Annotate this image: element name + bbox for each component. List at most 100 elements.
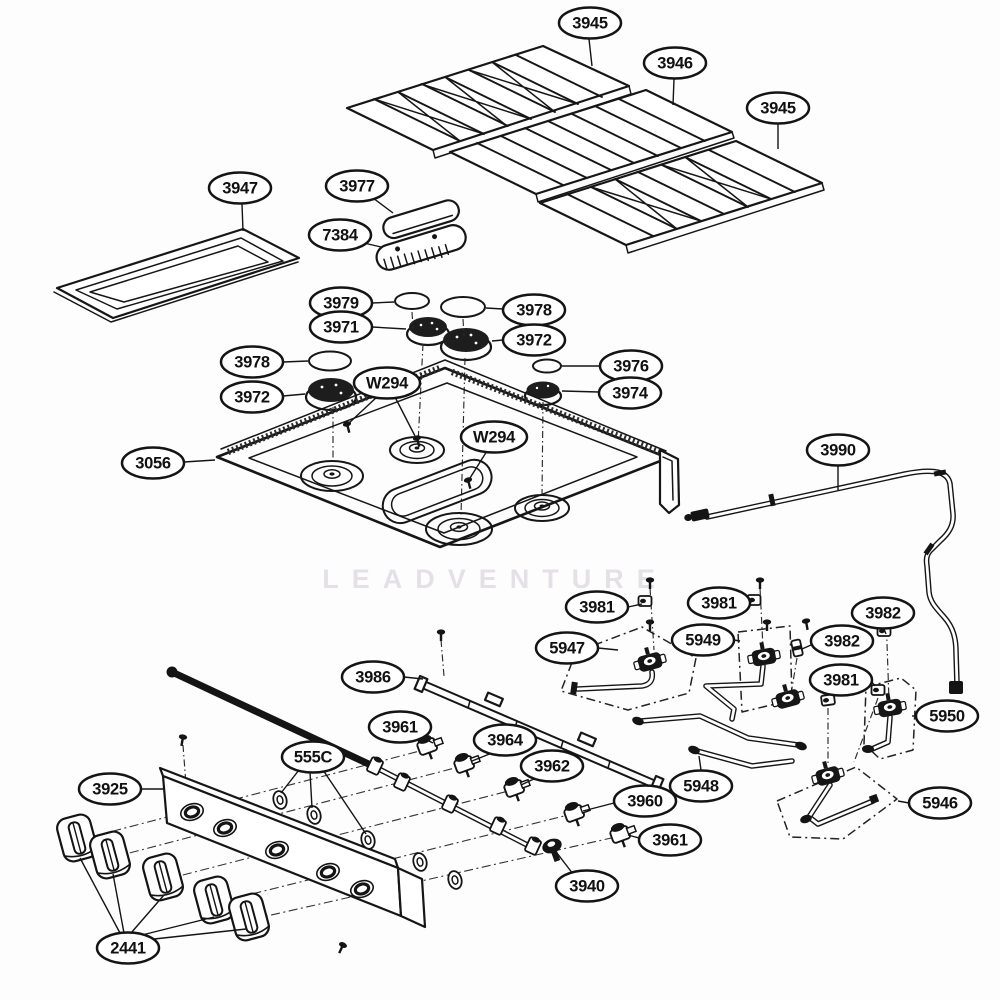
leader-line [801,644,812,650]
valve-3961-right [606,817,641,852]
center-oval-recess [381,458,493,525]
label-text: 3979 [323,295,359,313]
label-ellipse [907,786,973,820]
label-text: 3986 [355,669,391,687]
label-ellipse [554,869,620,903]
tube-assembly-5946 [776,756,898,840]
part-label-2441-37: 2441 [79,857,247,965]
burner-ring-3976 [532,358,562,374]
leader-line [372,197,394,214]
label-text: 3946 [657,55,693,73]
part-label-3979-6: 3979 [308,286,395,320]
leader-line [282,360,309,363]
label-text: 3947 [222,180,258,198]
label-text: 5947 [549,640,585,658]
label-text: W294 [366,375,409,393]
label-ellipse [668,769,734,803]
tube-assembly-5950 [862,677,917,760]
label-ellipse [120,446,186,480]
cooktop-panel [215,359,681,549]
part-label-3961-27: 3961 [367,710,434,744]
leader-line [371,326,407,330]
label-text: 3940 [569,878,605,896]
label-text: 3056 [135,455,171,473]
part-label-3960-32: 3960 [582,784,678,818]
washer-1 [270,788,290,812]
leader-line [144,928,247,941]
label-ellipse [77,772,143,806]
leader-line [309,771,313,809]
label-text: 3978 [516,302,552,320]
leader-line [130,894,165,934]
label-text: 3982 [865,605,901,623]
part-label-3978-8: 3978 [219,345,309,379]
oval-burner-head [375,224,467,271]
rail-screw [436,629,446,641]
part-label-3945-0: 3945 [557,6,623,67]
label-text: 3976 [613,358,649,376]
label-text: 3981 [823,672,859,690]
label-ellipse [805,433,871,467]
panel-screw-bottom [335,940,348,955]
label-text: 3974 [612,385,649,403]
burner-grate-right [538,139,825,254]
label-ellipse [207,171,273,205]
cleaner-plate [382,199,460,240]
label-text: 3945 [572,15,608,33]
assembly-axis-lines [59,587,890,924]
leader-line [485,307,504,310]
gas-valves [413,729,641,863]
tube-assembly-5947 [560,626,697,711]
leader-line [582,802,615,812]
burner-cap-3971 [405,317,451,347]
leader-line [627,834,640,839]
label-text: 3972 [516,332,552,350]
part-label-3982-22: 3982 [801,624,875,658]
tube-assembly-5948 [630,679,809,769]
label-text: 2441 [110,940,146,958]
label-ellipse [745,91,811,125]
label-text: 3961 [652,832,688,850]
part-label-3940-35: 3940 [554,852,620,903]
leader-line [371,301,395,304]
burner-ring-3979 [394,292,430,310]
label-text: 5950 [929,708,965,726]
washer-2 [304,803,324,827]
knob-3 [139,850,187,904]
burner-cap-3972-right [439,328,493,362]
label-ellipse [95,931,161,965]
label-ellipse [686,586,752,620]
part-label-3972-12: 3972 [491,323,567,357]
label-ellipse [914,699,980,733]
label-text: 3925 [92,781,128,799]
label-text: 3960 [627,793,663,811]
burner-ring-3978-right [440,296,486,318]
leader-line [883,628,887,635]
leader-line [627,603,643,608]
label-ellipse [564,590,630,624]
pipe-inlet-fitting [684,508,710,522]
leader-line [241,203,244,232]
leader-line [897,800,910,804]
part-label-3981-19: 3981 [686,586,753,620]
part-label-3977-4: 3977 [324,169,394,214]
part-label-5947-20: 5947 [534,631,619,665]
part-label-3945-2: 3945 [745,91,811,149]
part-label-3986-26: 3986 [340,660,424,694]
label-ellipse [612,784,678,818]
screw-w294-3 [463,476,475,490]
part-label-555C-30: 555C [280,740,367,835]
label-ellipse [340,660,406,694]
label-text: 3962 [534,758,570,776]
leader-line [79,857,121,934]
knob-5 [225,890,273,944]
label-text: W294 [473,429,516,447]
regulator-5946 [808,756,847,789]
watermark: LEADVENTURE [322,564,668,594]
label-ellipse [308,310,374,344]
label-ellipse [557,6,623,40]
washer-5 [445,868,465,892]
label-text: 5948 [683,778,719,796]
burner-well-left-front [300,460,364,492]
